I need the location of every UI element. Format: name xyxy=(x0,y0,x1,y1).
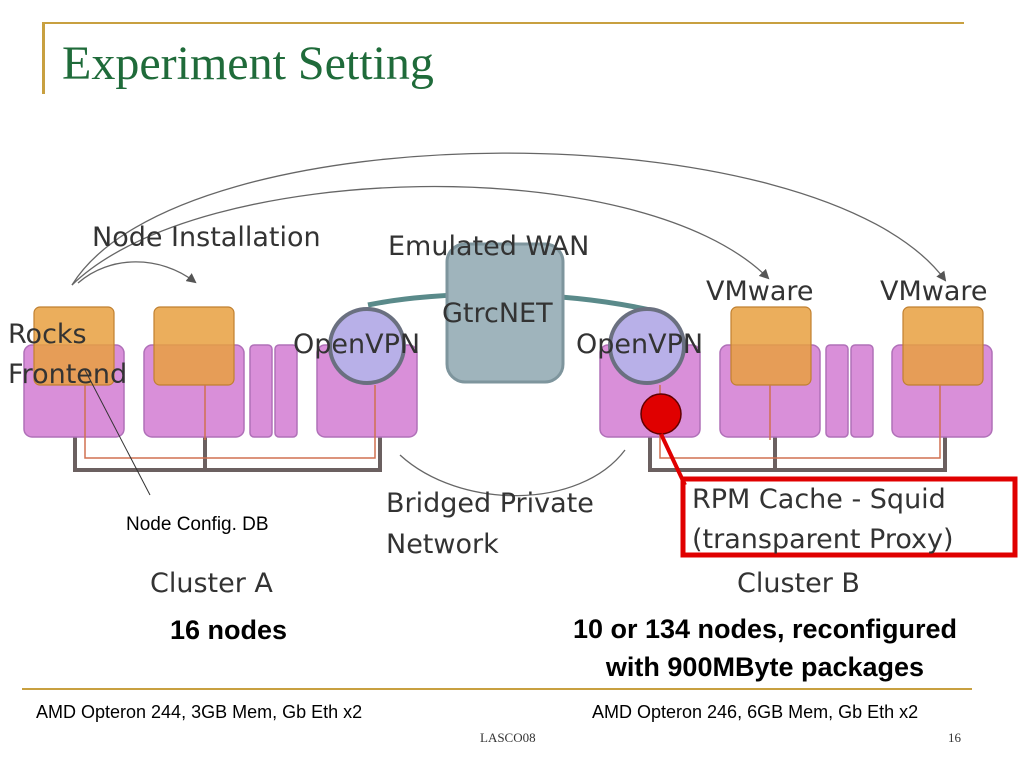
page-number: 16 xyxy=(948,730,961,745)
vm-a-2 xyxy=(153,306,235,386)
node-a-3 xyxy=(249,344,273,438)
cluster-b-node-count-line1: 10 or 134 nodes, reconfigured xyxy=(572,614,958,644)
openvpn-right-circle xyxy=(608,307,686,385)
install-arc-short xyxy=(77,261,197,284)
bridged-network-arc xyxy=(399,449,626,497)
cluster-b-node-count-line2: with 900MByte packages xyxy=(605,652,925,682)
node-b-4 xyxy=(850,344,874,438)
left-accent-rule xyxy=(42,22,45,94)
bottom-accent-rule xyxy=(22,688,972,690)
cluster-b-label: Cluster B xyxy=(737,568,860,599)
rocks-frontend-label-2: Frontend xyxy=(8,359,127,390)
footer-conference: LASCO08 xyxy=(480,730,536,745)
vm-rocks-frontend xyxy=(33,306,115,386)
openvpn-right-label: OpenVPN xyxy=(576,329,703,360)
rpm-cache-box xyxy=(680,476,1018,558)
node-config-db-label: Node Config. DB xyxy=(126,514,269,535)
vm-b-2 xyxy=(730,306,812,386)
cluster-b-spec: AMD Opteron 246, 6GB Mem, Gb Eth x2 xyxy=(592,702,919,722)
bridged-network-label-2: Network xyxy=(386,529,499,560)
node-b-3 xyxy=(825,344,849,438)
vm-b-5 xyxy=(902,306,984,386)
vmware-label-2: VMware xyxy=(880,276,988,307)
rpm-cache-label-1: RPM Cache - Squid xyxy=(692,484,946,515)
emulated-wan-label: Emulated WAN xyxy=(388,231,589,262)
vmware-label-1: VMware xyxy=(706,276,814,307)
node-installation-label: Node Installation xyxy=(92,222,321,253)
gtrcnet-label: GtrcNET xyxy=(442,298,553,329)
top-accent-rule xyxy=(44,22,964,24)
openvpn-left-circle xyxy=(328,307,406,385)
rocks-frontend-label-1: Rocks xyxy=(8,319,87,350)
bridged-network-label-1: Bridged Private xyxy=(386,488,594,519)
rpm-cache-label-2: (transparent Proxy) xyxy=(692,524,954,555)
node-a-4 xyxy=(274,344,298,438)
cluster-a-node-count: 16 nodes xyxy=(170,615,288,645)
openvpn-left-label: OpenVPN xyxy=(293,329,420,360)
slide-title: Experiment Setting xyxy=(62,37,434,90)
gtrcnet-box xyxy=(445,242,565,384)
install-arc-mid xyxy=(71,185,770,286)
cluster-a-label: Cluster A xyxy=(150,568,273,599)
cluster-a-spec: AMD Opteron 244, 3GB Mem, Gb Eth x2 xyxy=(36,702,363,722)
cluster-b-node-count: 10 or 134 nodes, reconfigured with 900MB… xyxy=(500,610,1024,686)
node-config-pointer xyxy=(84,369,151,496)
rpm-cache-marker xyxy=(640,393,682,435)
install-arc-long xyxy=(71,152,947,286)
